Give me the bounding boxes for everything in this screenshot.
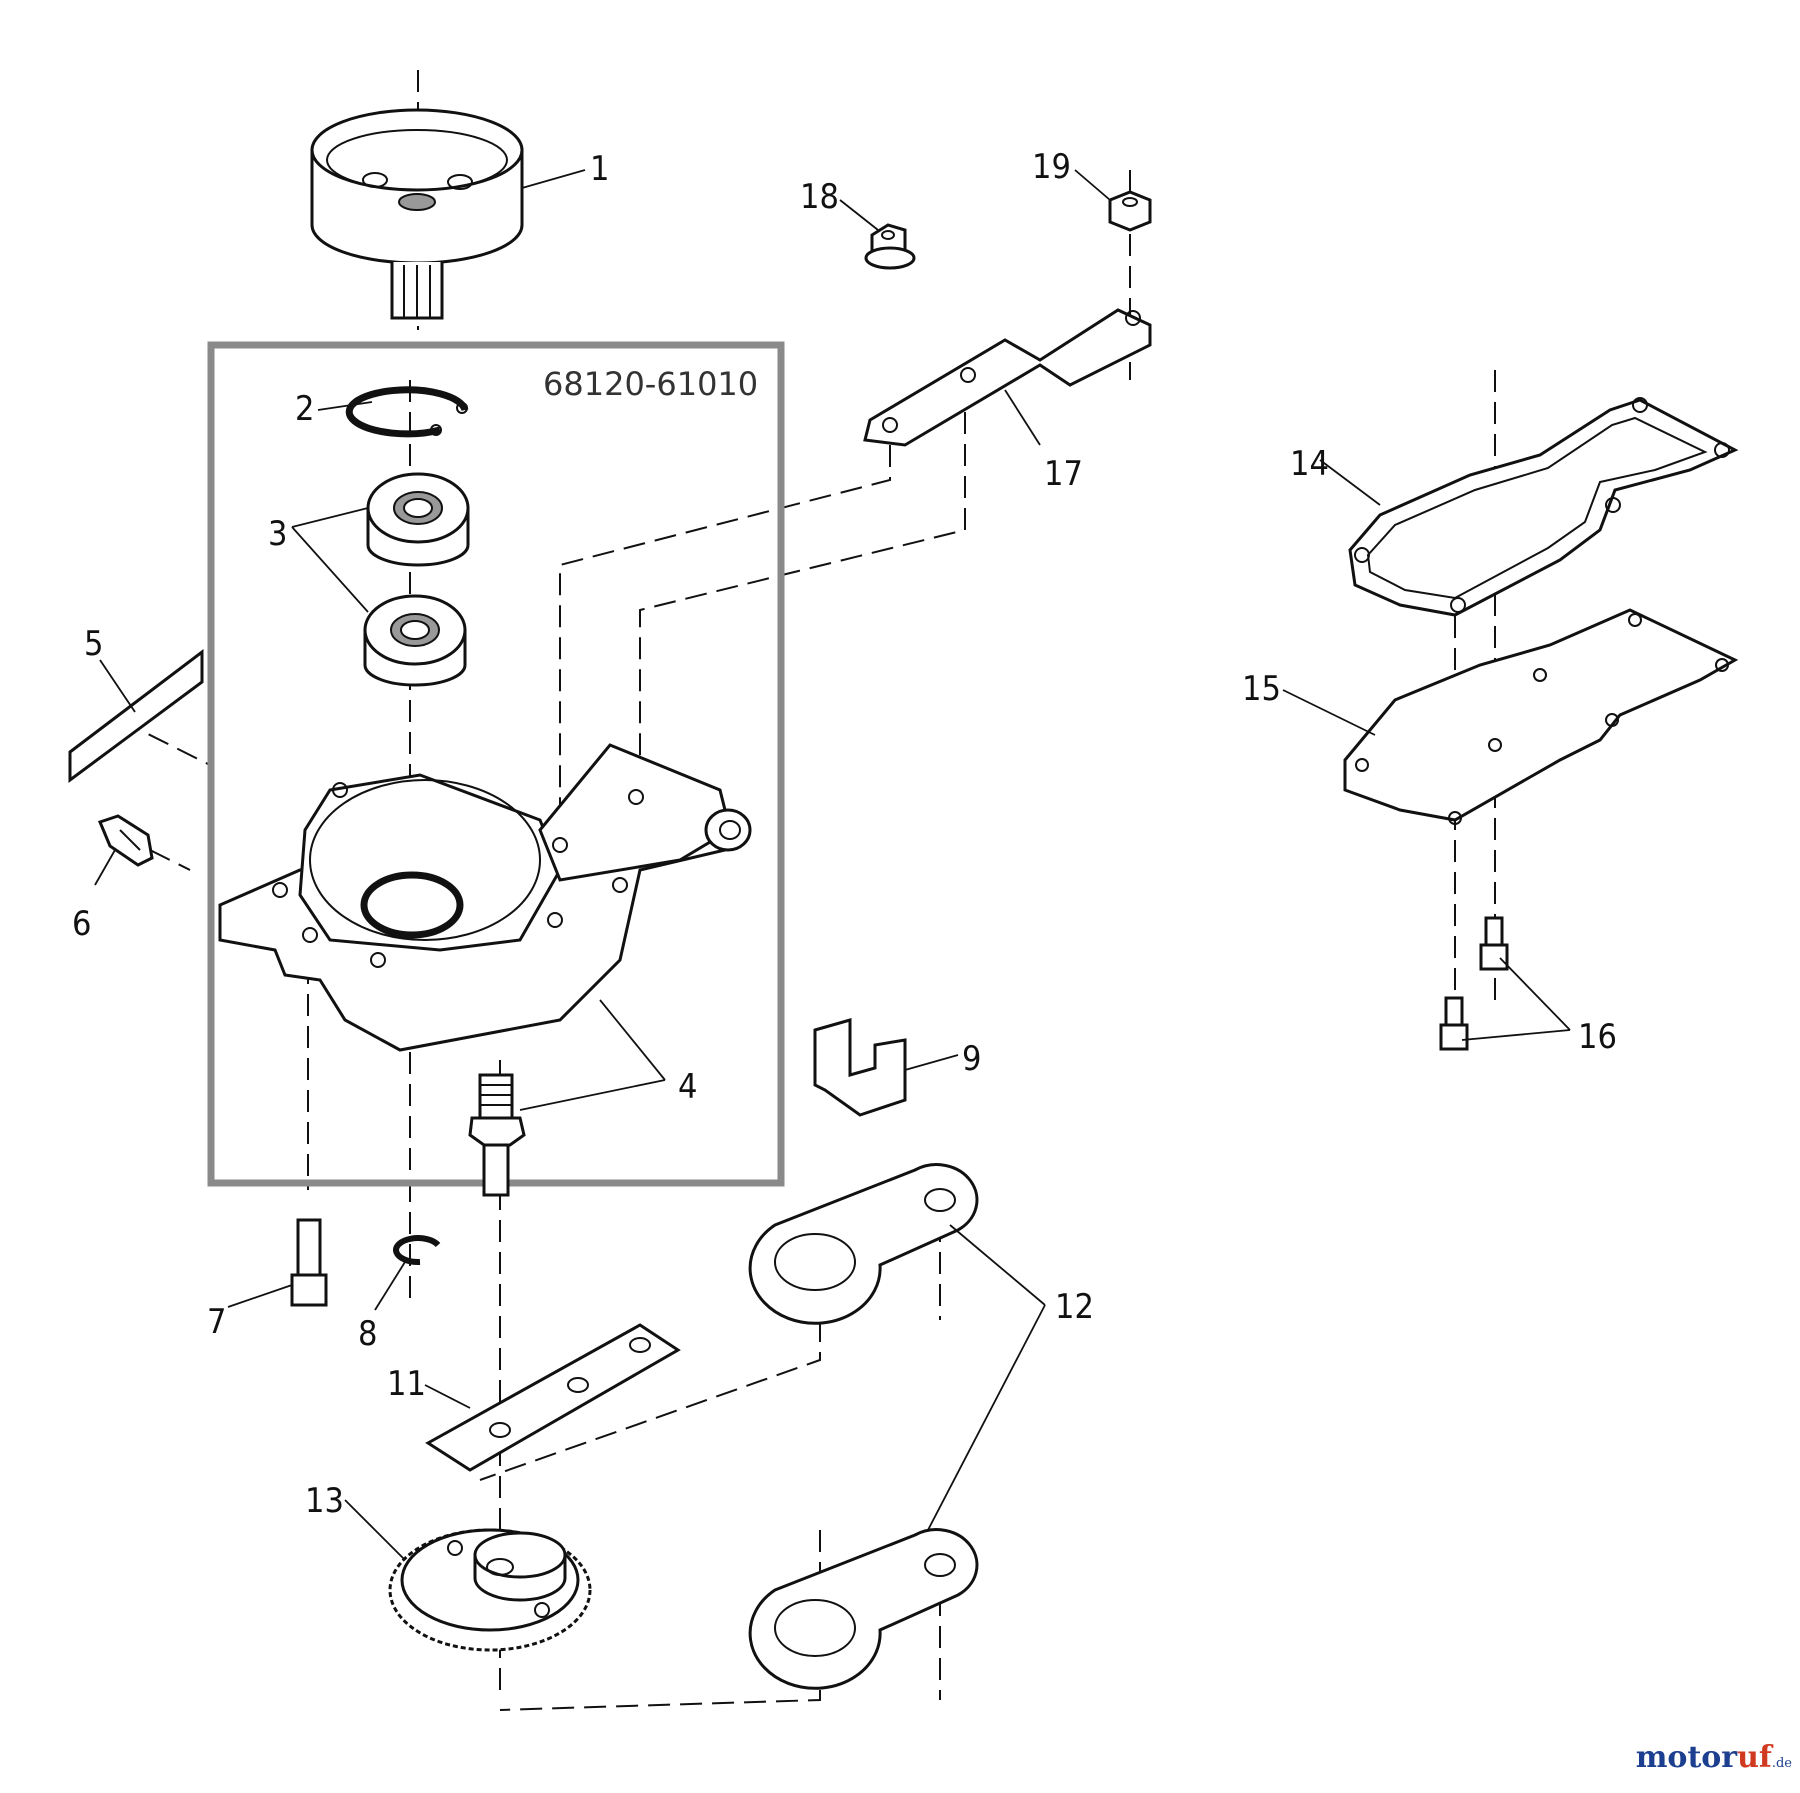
callout-6: 6 xyxy=(72,904,91,944)
part-12-lever-upper xyxy=(748,1163,979,1325)
part-12-lever-lower xyxy=(748,1528,979,1690)
callout-5: 5 xyxy=(84,624,103,664)
part-1-clutch-drum xyxy=(310,108,524,320)
callout-8: 8 xyxy=(358,1314,377,1354)
part-8-circlip xyxy=(393,1235,441,1266)
callout-13: 13 xyxy=(305,1481,344,1521)
callout-14: 14 xyxy=(1290,444,1329,484)
callout-19: 19 xyxy=(1032,147,1071,187)
kit-part-number: 68120-61010 xyxy=(543,365,758,403)
kit-frame xyxy=(207,341,785,1187)
callout-4: 4 xyxy=(678,1067,697,1107)
part-13-gear xyxy=(388,1528,592,1652)
callout-16: 16 xyxy=(1578,1017,1617,1057)
callout-2: 2 xyxy=(295,389,314,429)
watermark-brand-part1: motor xyxy=(1635,1740,1738,1775)
part-4-gear-case xyxy=(218,743,752,1052)
watermark-tld: .de xyxy=(1771,1756,1792,1771)
callout-labels: 1 2 3 4 5 6 7 8 9 11 12 13 14 15 16 17 1… xyxy=(72,147,1617,1521)
part-16-screws xyxy=(1439,916,1509,1051)
part-2-snap-ring xyxy=(345,386,469,438)
callout-7: 7 xyxy=(207,1302,226,1342)
part-9-spacer xyxy=(813,1018,907,1117)
part-3-bearings xyxy=(363,472,470,687)
callout-1: 1 xyxy=(590,149,609,189)
part-7-bolt xyxy=(290,1218,328,1307)
leader-lines xyxy=(94,169,1571,1561)
callout-12: 12 xyxy=(1055,1287,1094,1327)
watermark-logo: motoruf.de xyxy=(1636,1740,1792,1775)
part-17-bracket xyxy=(863,308,1152,447)
part-11-plate xyxy=(425,1323,681,1472)
watermark-brand-part2: uf xyxy=(1737,1740,1772,1775)
callout-11: 11 xyxy=(387,1364,426,1404)
part-19-nut xyxy=(1108,190,1152,232)
part-15-cover xyxy=(1343,608,1739,825)
part-4-shaft xyxy=(468,1073,526,1197)
callout-18: 18 xyxy=(800,177,839,217)
part-14-gasket xyxy=(1348,397,1739,617)
callout-3: 3 xyxy=(268,514,287,554)
callout-15: 15 xyxy=(1242,669,1281,709)
callout-9: 9 xyxy=(962,1039,981,1079)
callout-17: 17 xyxy=(1044,454,1083,494)
part-5-label xyxy=(68,648,204,783)
part-6-grease-nipple xyxy=(97,814,154,867)
part-18-flange-nut xyxy=(864,223,916,270)
